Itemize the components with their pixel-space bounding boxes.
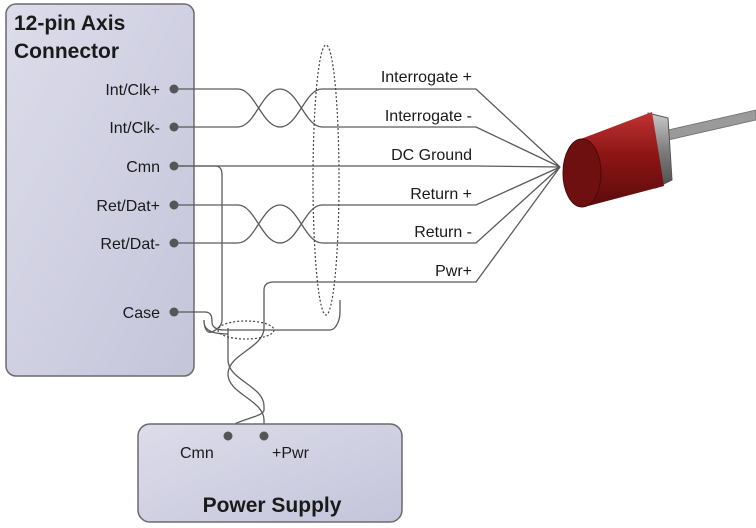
wire-interrogate-pos	[174, 88, 561, 168]
wire-case	[174, 300, 341, 331]
connector-title-line2: Connector	[14, 40, 119, 63]
connector-title-line1: 12-pin Axis	[14, 12, 125, 35]
axis-connector-box	[5, 3, 195, 377]
wire-interrogate-neg	[174, 88, 561, 168]
shield-ellipse-signal	[312, 44, 340, 316]
signal-label-dc-ground: DC Ground	[391, 147, 472, 164]
pin-dot-supply-cmn	[223, 431, 233, 441]
power-supply-title: Power Supply	[203, 494, 342, 517]
power-supply-box	[137, 423, 403, 523]
signal-label-interrogate-pos: Interrogate +	[381, 69, 472, 86]
wire-cmn-supply	[174, 165, 265, 433]
signal-label-return-neg: Return -	[414, 224, 472, 241]
pin-label-int-clk-neg: Int/Clk-	[109, 120, 160, 137]
pin-dot-supply-pwr	[259, 431, 269, 441]
pin-label-cmn: Cmn	[126, 159, 160, 176]
shield-ellipse-power	[217, 320, 275, 340]
supply-label-pwr: +Pwr	[272, 445, 310, 462]
pin-label-ret-dat-neg: Ret/Dat-	[100, 236, 160, 253]
wire-dc-ground	[174, 165, 561, 168]
pin-label-case: Case	[123, 305, 160, 322]
sensor-icon	[562, 109, 756, 208]
wire-pwr	[227, 166, 561, 432]
pin-label-ret-dat-pos: Ret/Dat+	[96, 198, 160, 215]
signal-label-return-pos: Return +	[410, 186, 472, 203]
supply-label-cmn: Cmn	[180, 445, 214, 462]
wire-return-neg	[174, 166, 561, 244]
signal-label-pwr: Pwr+	[435, 263, 472, 280]
signal-label-interrogate-neg: Interrogate -	[385, 108, 472, 125]
wire-return-pos	[174, 166, 561, 244]
pin-label-int-clk-pos: Int/Clk+	[105, 82, 160, 99]
